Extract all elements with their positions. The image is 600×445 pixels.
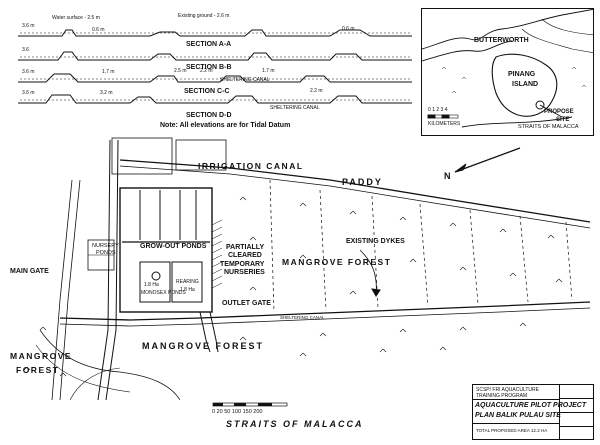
nursery-ponds-label-2: PONDS: [96, 250, 116, 256]
mangrove-forest-label: MANGROVE FOREST: [282, 257, 392, 267]
outlet-gate-label: OUTLET GATE: [222, 300, 271, 307]
location-inset-map: BUTTERWORTH PINANG ISLAND PROPOSE SITE S…: [421, 8, 594, 136]
dim-label: 0.6 m: [342, 26, 355, 32]
dim-label: 2.2 m: [200, 68, 213, 74]
plan-title: PLAN BALIK PULAU SITE: [475, 412, 561, 419]
site-label: SITE: [556, 117, 570, 123]
irrigation-canal-label: IRRIGATION CANAL: [198, 161, 304, 171]
dim-label: 3.6: [22, 47, 29, 53]
island-label: ISLAND: [512, 81, 539, 88]
section-d-profile: [18, 94, 412, 104]
title-block-divider: [473, 399, 559, 400]
section-d-title: SECTION D-D: [186, 112, 232, 119]
existing-dykes-label: EXISTING DYKES: [346, 238, 405, 245]
dim-label: 3.6 m: [22, 90, 35, 96]
sheltering-canal-map-label: SHELTERING CANAL: [280, 315, 325, 320]
project-title: AQUACULTURE PILOT PROJECT: [475, 402, 587, 409]
irrigation-canal-line: [119, 159, 591, 223]
title-block-divider: [559, 426, 593, 427]
title-block-divider: [559, 412, 593, 413]
section-b-title: SECTION B-B: [186, 64, 232, 71]
butterworth-label: BUTTERWORTH: [474, 37, 529, 44]
scale-bar: 0 20 50 100 150 200: [212, 402, 292, 427]
dim-label: 2.2 m: [310, 88, 323, 94]
monosex-ponds-label: MONOSEX PONDS: [141, 290, 186, 296]
scale-bar-numbers: 0 20 50 100 150 200: [212, 409, 263, 415]
temporary-nurseries-label-2: NURSERIES: [224, 269, 265, 276]
total-area-line: TOTAL PROPOSED AREA 12.2 HA: [476, 428, 548, 433]
rearing-label: REARING: [176, 279, 199, 285]
straits-inset-label: STRAITS OF MALACCA: [518, 124, 579, 130]
dim-label: 1.7 m: [262, 68, 275, 74]
inset-scale-numbers: 0 1 2 3 4: [428, 107, 448, 113]
temporary-nurseries-label: TEMPORARY: [220, 261, 265, 268]
pinang-label: PINANG: [508, 71, 536, 78]
straits-of-malacca-label: STRAITS OF MALACCA: [226, 419, 364, 429]
area-label: 1.8 Ha: [180, 287, 195, 293]
sheltering-canal-label: SHELTERING CANAL: [270, 105, 320, 111]
partially-cleared-label: PARTIALLY: [226, 244, 265, 251]
grow-out-ponds-label: GROW-OUT PONDS: [140, 243, 207, 250]
mangrove-forest-bottom-label: MANGROVE FOREST: [142, 341, 265, 351]
title-block-divider: [559, 398, 593, 399]
section-c-title: SECTION C-C: [184, 88, 230, 95]
dim-label: 3.2 m: [100, 90, 113, 96]
propose-label: PROPOSE: [544, 109, 574, 115]
section-a-title: SECTION A-A: [186, 41, 232, 48]
area-label: 1.8 Ha: [144, 282, 159, 288]
kilometers-label: KILOMETERS: [428, 121, 461, 127]
section-a-profile: [18, 29, 412, 37]
inset-map-drawing: [422, 9, 593, 128]
elevation-note: Note: All elevations are for Tidal Datum: [160, 122, 291, 129]
island-outline: [491, 53, 558, 117]
scale-bar-graphic: [212, 402, 288, 407]
mangrove-left-label-2: FOREST: [16, 365, 60, 375]
paddy-label: PADDY: [342, 177, 383, 187]
north-label: N: [444, 171, 451, 181]
partially-cleared-label-2: CLEARED: [228, 252, 262, 259]
dim-label: 1.7 m: [102, 69, 115, 75]
program-line-1: SCSP/ FRI AQUACULTURE: [476, 387, 539, 393]
mangrove-left-label: MANGROVE: [10, 351, 73, 361]
dim-label: 2.5 m: [174, 68, 187, 74]
pond-complex: [119, 187, 213, 313]
existing-ground-label: Existing ground - 2.6 m: [178, 13, 230, 19]
section-c-profile: [18, 73, 412, 83]
program-line-2: TRAINING PROGRAM: [476, 393, 528, 399]
dim-label: 3.6 m: [22, 69, 35, 75]
title-block: SCSP/ FRI AQUACULTURE TRAINING PROGRAM A…: [472, 384, 594, 440]
shoreline: [59, 301, 591, 321]
title-block-divider: [473, 423, 559, 424]
dim-label: 3.6 m: [22, 23, 35, 29]
main-gate-label: MAIN GATE: [10, 268, 49, 275]
section-b-profile: [18, 51, 412, 61]
sheltering-canal-label: SHELTERING CANAL: [220, 77, 270, 83]
water-surface-label: Water surface - 2.5 m: [52, 15, 100, 21]
nursery-ponds-label: NURSERY: [92, 243, 119, 249]
dim-label: 0.6 m: [92, 27, 105, 33]
